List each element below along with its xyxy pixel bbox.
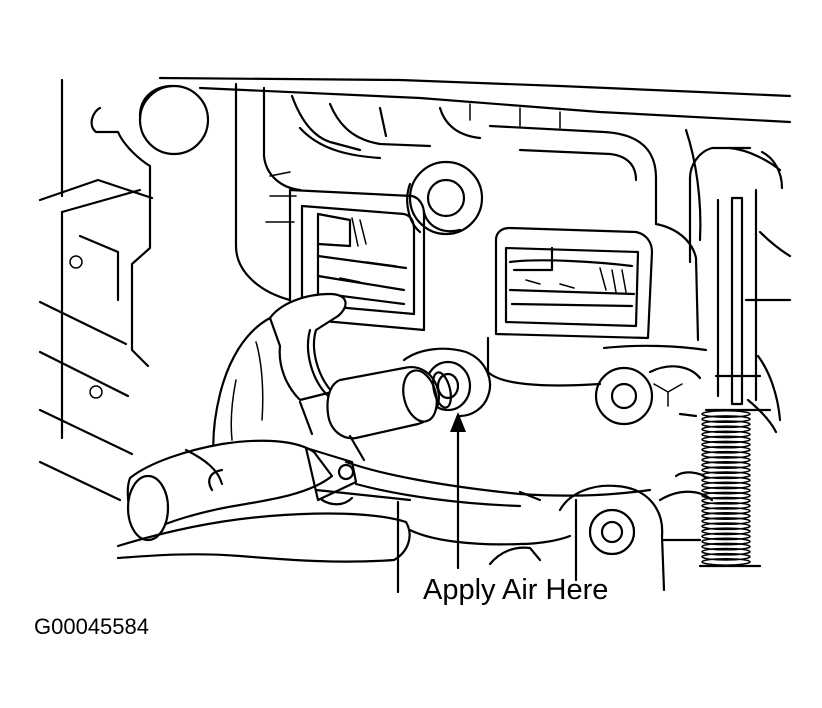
spring-coil-turn <box>701 542 751 551</box>
spring-coil-turn <box>701 410 751 418</box>
callout-label: Apply Air Here <box>423 574 609 606</box>
spring-coil-turn <box>701 430 751 439</box>
air-gun <box>116 292 453 563</box>
right-housing <box>486 128 792 434</box>
coil-spring-tube <box>688 146 784 568</box>
figure-id: G00045584 <box>34 614 149 639</box>
spring-coil-turn <box>701 415 751 424</box>
upper-boss <box>406 160 484 236</box>
spring-coil-turn <box>701 450 751 459</box>
spring-coil-turn <box>701 486 751 495</box>
left-housing <box>38 78 210 502</box>
spring-coil-turn <box>701 537 751 546</box>
upper-housing-ribs <box>234 82 658 302</box>
spring-coil-turn <box>701 512 751 520</box>
spring-coil-turn <box>701 496 751 505</box>
spring-coil-turn <box>701 455 751 464</box>
spring-coil-turn <box>701 491 751 500</box>
right-window <box>494 226 654 340</box>
callout-leader <box>450 412 466 570</box>
coil-spring <box>701 410 751 566</box>
spring-coil-turn <box>701 527 751 536</box>
spring-coil-turn <box>701 420 751 429</box>
spring-coil-turn <box>701 501 751 510</box>
spring-coil-turn <box>701 522 751 531</box>
housing-top-edge <box>158 76 792 129</box>
spring-coil-turn <box>701 547 751 556</box>
spring-coil-turn <box>701 532 751 541</box>
spring-coil-turn <box>701 440 751 449</box>
lower-housing <box>314 460 714 594</box>
left-window <box>288 188 426 332</box>
spring-coil-turn <box>701 466 751 475</box>
spring-coil-turn <box>701 435 751 444</box>
spring-coil-turn <box>701 481 751 490</box>
spring-coil-turn <box>701 445 751 454</box>
spring-coil-turn <box>701 506 751 515</box>
spring-coil-turn <box>701 425 751 434</box>
spring-coil-turn <box>701 517 751 526</box>
spring-coil-turn <box>701 461 751 469</box>
spring-coil-turn <box>701 552 751 561</box>
spring-coil-turn <box>701 476 751 485</box>
